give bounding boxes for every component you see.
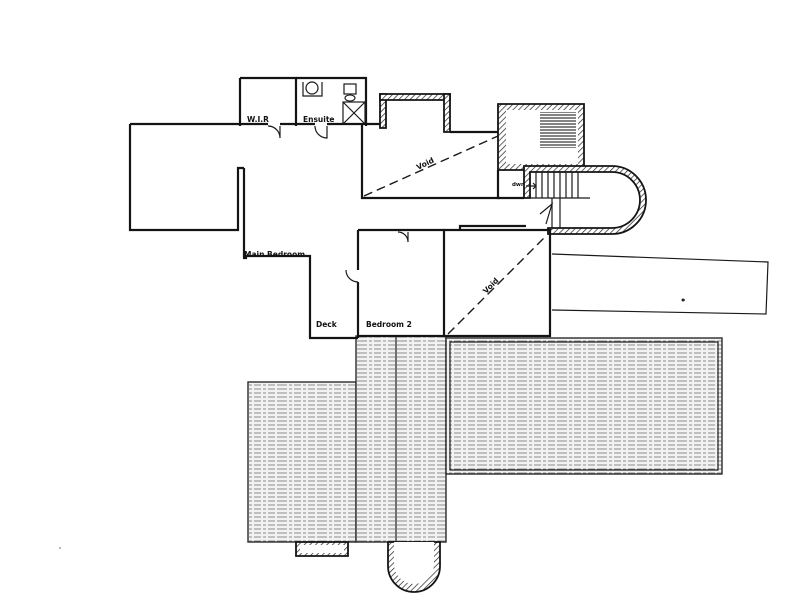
toilet-icon: [344, 94, 356, 102]
vanity-icon: [302, 82, 323, 97]
bay-left: [295, 541, 349, 557]
bedroom-2: Bedroom 2: [358, 228, 446, 338]
staircase: dwn: [512, 165, 647, 235]
bay-center-round: [387, 541, 441, 593]
roof-area-left: [247, 381, 357, 543]
stair-down-label: dwn: [512, 182, 525, 188]
wir-label: W.I.R: [247, 115, 269, 124]
scan-mark: [59, 547, 61, 549]
void-upper-label: Void: [415, 156, 436, 172]
roof-area-right: [445, 337, 723, 475]
lower-void: Void: [444, 224, 552, 338]
deck-area: Deck: [316, 320, 338, 329]
main-bedroom: Main Bedroom: [128, 122, 386, 340]
toilet-cistern-icon: [343, 83, 357, 95]
roof-area-center: [355, 335, 447, 543]
stair-well-top: [496, 103, 585, 200]
void-lower-label: Void: [481, 276, 500, 295]
wir-room: W.I.R: [238, 76, 298, 139]
side-roof-right: [551, 253, 769, 315]
ensuite-label: Ensuite: [303, 115, 335, 124]
deck-label: Deck: [316, 320, 338, 329]
bedroom-2-label: Bedroom 2: [366, 320, 412, 329]
scan-mark: [683, 299, 685, 301]
vanity-basin-icon: [305, 81, 319, 95]
upper-void: Void: [360, 93, 500, 200]
ensuite-room: Ensuite: [296, 76, 368, 139]
main-bedroom-label: Main Bedroom: [244, 250, 305, 259]
